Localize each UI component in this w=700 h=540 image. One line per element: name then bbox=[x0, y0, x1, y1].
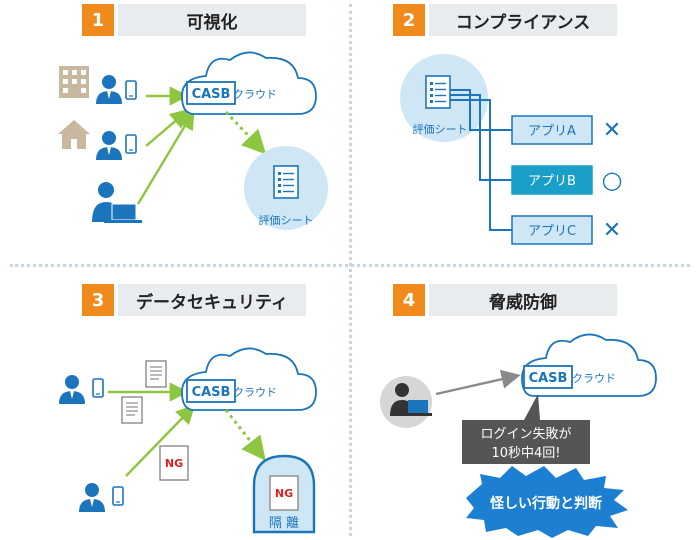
sheet-label: 評価シート bbox=[259, 213, 314, 227]
panel-4-title: 脅威防御 bbox=[429, 284, 617, 316]
panel-3-title: データセキュリティ bbox=[118, 284, 306, 316]
panel-1-title: 可視化 bbox=[118, 4, 306, 36]
panel-1-diagram: CASB クラウド 評価シート bbox=[58, 51, 328, 230]
callout-line-2: 10秒中4回! bbox=[491, 446, 560, 461]
phone-icon bbox=[92, 378, 104, 398]
ng-document-icon bbox=[269, 475, 299, 511]
ng-label: NG bbox=[275, 487, 293, 500]
app-b-box bbox=[511, 165, 593, 195]
dotted-arrow bbox=[224, 409, 266, 461]
user-icon bbox=[96, 131, 122, 160]
callout-bubble bbox=[462, 394, 590, 464]
sheet-label: 評価シート bbox=[413, 122, 468, 136]
app-c-label: アプリC bbox=[528, 224, 576, 239]
vertical-separator bbox=[349, 4, 352, 536]
app-b-label: アプリB bbox=[528, 174, 576, 189]
dotted-arrow bbox=[224, 110, 267, 155]
panel-1-number: 1 bbox=[82, 4, 114, 36]
arrow bbox=[435, 369, 521, 396]
casb-box bbox=[186, 379, 236, 403]
ng-document-icon bbox=[159, 445, 189, 481]
house-icon bbox=[58, 120, 90, 149]
app-c-result: ✕ bbox=[603, 218, 621, 243]
arrow bbox=[145, 108, 190, 147]
attacker-icon bbox=[390, 383, 432, 416]
arrow bbox=[125, 404, 196, 477]
arrow bbox=[136, 109, 195, 205]
cloud-label: クラウド bbox=[233, 386, 277, 399]
connector bbox=[450, 99, 512, 231]
cloud-label: クラウド bbox=[233, 88, 277, 101]
panel-2-diagram: 評価シート アプリA ✕ アプリB ○ アプリC ✕ bbox=[400, 54, 623, 245]
casb-label: CASB bbox=[192, 385, 231, 400]
building-icon bbox=[59, 66, 89, 98]
app-c-box bbox=[511, 215, 593, 245]
panel-2-title: コンプライアンス bbox=[429, 4, 617, 36]
user-icon bbox=[59, 375, 85, 404]
evaluation-sheet-icon bbox=[273, 165, 299, 199]
alert-starburst bbox=[466, 466, 628, 538]
app-b-result: ○ bbox=[602, 166, 623, 194]
user-icon bbox=[79, 483, 105, 512]
alert-label: 怪しい行動と判断 bbox=[490, 495, 602, 512]
document-icon bbox=[121, 396, 143, 424]
quarantine-label: 隔 離 bbox=[269, 516, 299, 531]
casb-label: CASB bbox=[529, 371, 568, 386]
app-a-result: ✕ bbox=[603, 118, 621, 143]
phone-icon bbox=[112, 486, 124, 506]
laptop-user-icon bbox=[92, 182, 142, 223]
ng-label: NG bbox=[165, 457, 183, 470]
callout-line-1: ログイン失敗が bbox=[480, 427, 571, 442]
cloud-label: クラウド bbox=[572, 372, 616, 385]
phone-icon bbox=[125, 80, 137, 100]
casb-box bbox=[523, 365, 573, 389]
panel-4-diagram: CASB クラウド ログイン失敗が 10秒中4回! 怪しい行動と判断 bbox=[380, 333, 657, 538]
connector bbox=[450, 94, 512, 181]
app-a-box bbox=[511, 115, 593, 145]
panel-4-number: 4 bbox=[393, 284, 425, 316]
phone-icon bbox=[125, 134, 137, 154]
app-a-label: アプリA bbox=[528, 124, 576, 139]
panel-3-diagram: NG CASB クラウド NG 隔 離 bbox=[59, 347, 317, 534]
evaluation-sheet-icon bbox=[425, 75, 451, 109]
panel-3-number: 3 bbox=[82, 284, 114, 316]
user-icon bbox=[96, 75, 122, 104]
document-icon bbox=[145, 360, 167, 388]
casb-label: CASB bbox=[192, 87, 231, 102]
panel-2-number: 2 bbox=[393, 4, 425, 36]
casb-box bbox=[186, 81, 236, 105]
